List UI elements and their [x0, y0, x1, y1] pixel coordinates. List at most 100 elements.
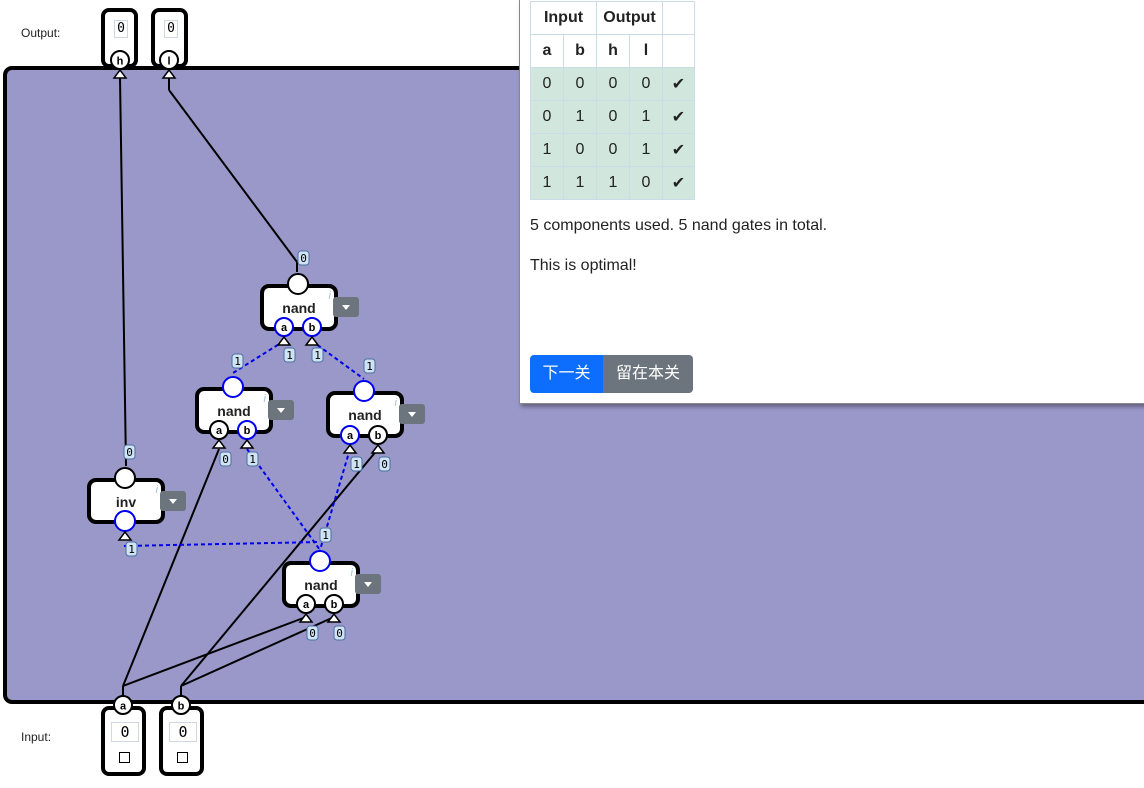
arrow-icon	[112, 68, 128, 79]
gate-output-pin	[114, 467, 136, 489]
svg-text:0: 0	[300, 252, 307, 265]
arrow-icon	[117, 530, 133, 541]
input-pin-b	[171, 695, 191, 715]
table-row: 0 0 0 0 ✔	[530, 67, 695, 101]
info-icon[interactable]: i	[155, 484, 158, 496]
pin-label: b	[331, 599, 338, 611]
next-level-button[interactable]: 下一关	[530, 355, 603, 393]
wire-value-tag: 0	[306, 625, 319, 641]
input-a-toggle[interactable]	[119, 752, 130, 763]
arrow-icon	[342, 443, 358, 454]
svg-text:0: 0	[126, 446, 133, 459]
table-row: 1 1 1 0 ✔	[530, 166, 695, 200]
pin-label: b	[178, 701, 185, 713]
wire-value-tag: 1	[283, 347, 296, 363]
info-icon[interactable]: i	[394, 397, 397, 409]
arrow-icon	[370, 443, 386, 454]
table-column-header: h	[596, 34, 630, 68]
table-cell: 1	[563, 166, 597, 200]
table-status-header	[662, 1, 695, 35]
svg-text:1: 1	[353, 458, 360, 471]
table-column-header: a	[530, 34, 564, 68]
gate-output-pin	[353, 380, 375, 402]
wire-a-to-g5a	[122, 616, 307, 687]
wire-value-tag: 1	[311, 347, 324, 363]
pin-label: a	[216, 425, 223, 437]
pin-label: h	[117, 56, 124, 68]
wire-inv-to-h	[119, 77, 127, 467]
wire-value-tag: 1	[319, 527, 332, 543]
gate-label: nand	[304, 577, 338, 593]
info-icon[interactable]: i	[350, 567, 353, 579]
gate-label: inv	[115, 494, 137, 510]
gate-menu-dropdown[interactable]	[355, 574, 381, 594]
arrow-icon	[211, 438, 227, 449]
output-label: Output:	[21, 26, 61, 40]
check-icon: ✔	[662, 133, 695, 167]
table-group-header: Output	[596, 1, 663, 35]
table-cell: 0	[563, 67, 597, 101]
input-a-box: 0	[101, 706, 146, 776]
gate-label: nand	[217, 403, 251, 419]
stay-level-button[interactable]: 留在本关	[603, 355, 693, 393]
svg-text:0: 0	[309, 627, 316, 640]
input-pin-a	[113, 695, 133, 715]
pin-label: l	[167, 56, 170, 68]
output-l-value: 0	[164, 20, 178, 38]
arrow-icon	[161, 68, 177, 79]
wire-value-tag: 1	[246, 451, 259, 467]
gate-menu-dropdown[interactable]	[399, 404, 425, 424]
svg-text:0: 0	[381, 458, 388, 471]
info-icon[interactable]: i	[263, 393, 266, 405]
table-row: 1 0 0 1 ✔	[530, 133, 695, 167]
arrow-icon	[239, 438, 255, 449]
wire-value-tag: 0	[378, 456, 391, 472]
table-cell: 1	[596, 166, 630, 200]
check-icon: ✔	[662, 166, 695, 200]
gate-output-pin	[222, 376, 244, 398]
gate-label: nand	[282, 300, 316, 316]
wire-value-tag: 0	[333, 625, 346, 641]
pin-label: b	[244, 425, 251, 437]
svg-text:0: 0	[222, 453, 229, 466]
table-cell: 1	[530, 166, 564, 200]
wire-value-tag: 0	[219, 451, 232, 467]
table-status-header	[662, 34, 695, 68]
table-cell: 0	[530, 67, 564, 101]
table-cell: 1	[629, 133, 663, 167]
optimal-message: This is optimal!	[530, 257, 637, 274]
table-cell: 1	[629, 100, 663, 134]
input-b-toggle[interactable]	[177, 752, 188, 763]
gate-menu-dropdown[interactable]	[268, 400, 294, 420]
table-cell: 0	[629, 67, 663, 101]
table-row: 0 1 0 1 ✔	[530, 100, 695, 134]
pin-label: a	[303, 599, 310, 611]
input-label: Input:	[21, 730, 52, 744]
wire-value-tag: 0	[123, 444, 136, 460]
table-cell: 1	[563, 100, 597, 134]
svg-text:1: 1	[249, 453, 256, 466]
pin-label: b	[375, 430, 382, 442]
svg-text:1: 1	[314, 349, 321, 362]
table-cell: 0	[596, 100, 630, 134]
svg-text:1: 1	[128, 543, 135, 556]
wire-l-2	[168, 89, 298, 263]
wire-g3-to-g1b	[311, 340, 365, 380]
arrow-icon	[298, 612, 314, 623]
arrow-icon	[326, 612, 342, 623]
info-icon[interactable]: i	[328, 290, 331, 302]
pin-label: a	[281, 322, 288, 334]
wire-value-tag: 1	[125, 541, 138, 557]
svg-text:1: 1	[286, 349, 293, 362]
table-cell: 0	[629, 166, 663, 200]
pin-label: a	[347, 430, 354, 442]
inv-input-pin	[114, 510, 136, 532]
nand-gate-left[interactable]: nand i	[195, 387, 273, 434]
check-icon: ✔	[662, 67, 695, 101]
pin-label: a	[120, 701, 127, 713]
wire-g5-to-inv	[123, 541, 321, 547]
wire-value-tag: 1	[350, 456, 363, 472]
gate-menu-dropdown[interactable]	[160, 491, 186, 511]
input-a-value: 0	[111, 722, 139, 742]
gate-menu-dropdown[interactable]	[333, 297, 359, 317]
